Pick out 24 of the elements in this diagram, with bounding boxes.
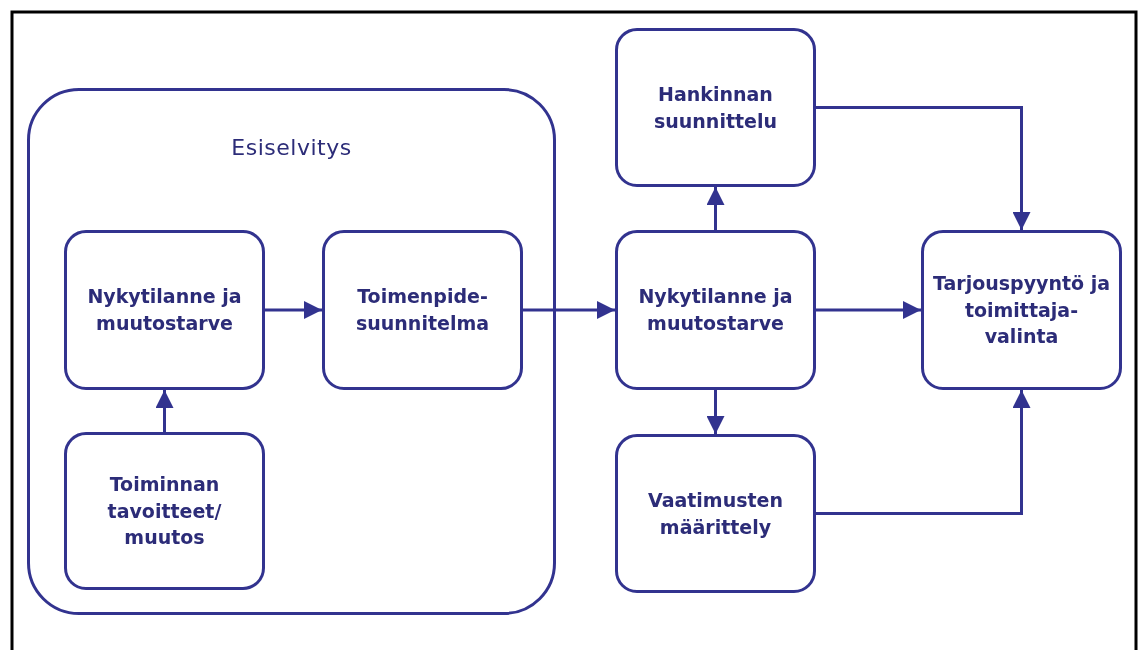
arrow: [523, 301, 615, 319]
box-label: Vaatimusten määrittely: [646, 487, 784, 540]
arrow: [265, 301, 322, 319]
arrow: [706, 187, 725, 230]
group-title: Esiselvitys: [230, 134, 353, 162]
process-box: [615, 28, 816, 187]
arrow: [706, 390, 725, 434]
arrow: [816, 301, 921, 319]
process-box: [615, 434, 816, 593]
box-label: Tarjouspyyntö ja toimittaja- valinta: [931, 271, 1112, 350]
arrow: [816, 106, 1031, 230]
box-label: Nykytilanne ja muutostarve: [86, 284, 243, 336]
process-box: [322, 230, 523, 390]
arrow: [155, 390, 174, 432]
box-label: Hankinnan suunnittelu: [653, 81, 778, 134]
process-box: [64, 230, 265, 390]
process-box: [64, 432, 265, 590]
arrow: [816, 390, 1031, 515]
process-box: [615, 230, 816, 390]
box-label: Toiminnan tavoitteet/ muutos: [106, 472, 223, 551]
process-box: [921, 230, 1122, 390]
group-box: [27, 88, 556, 615]
box-label: Toimenpide- suunnitelma: [355, 284, 490, 336]
box-label: Nykytilanne ja muutostarve: [637, 284, 794, 336]
